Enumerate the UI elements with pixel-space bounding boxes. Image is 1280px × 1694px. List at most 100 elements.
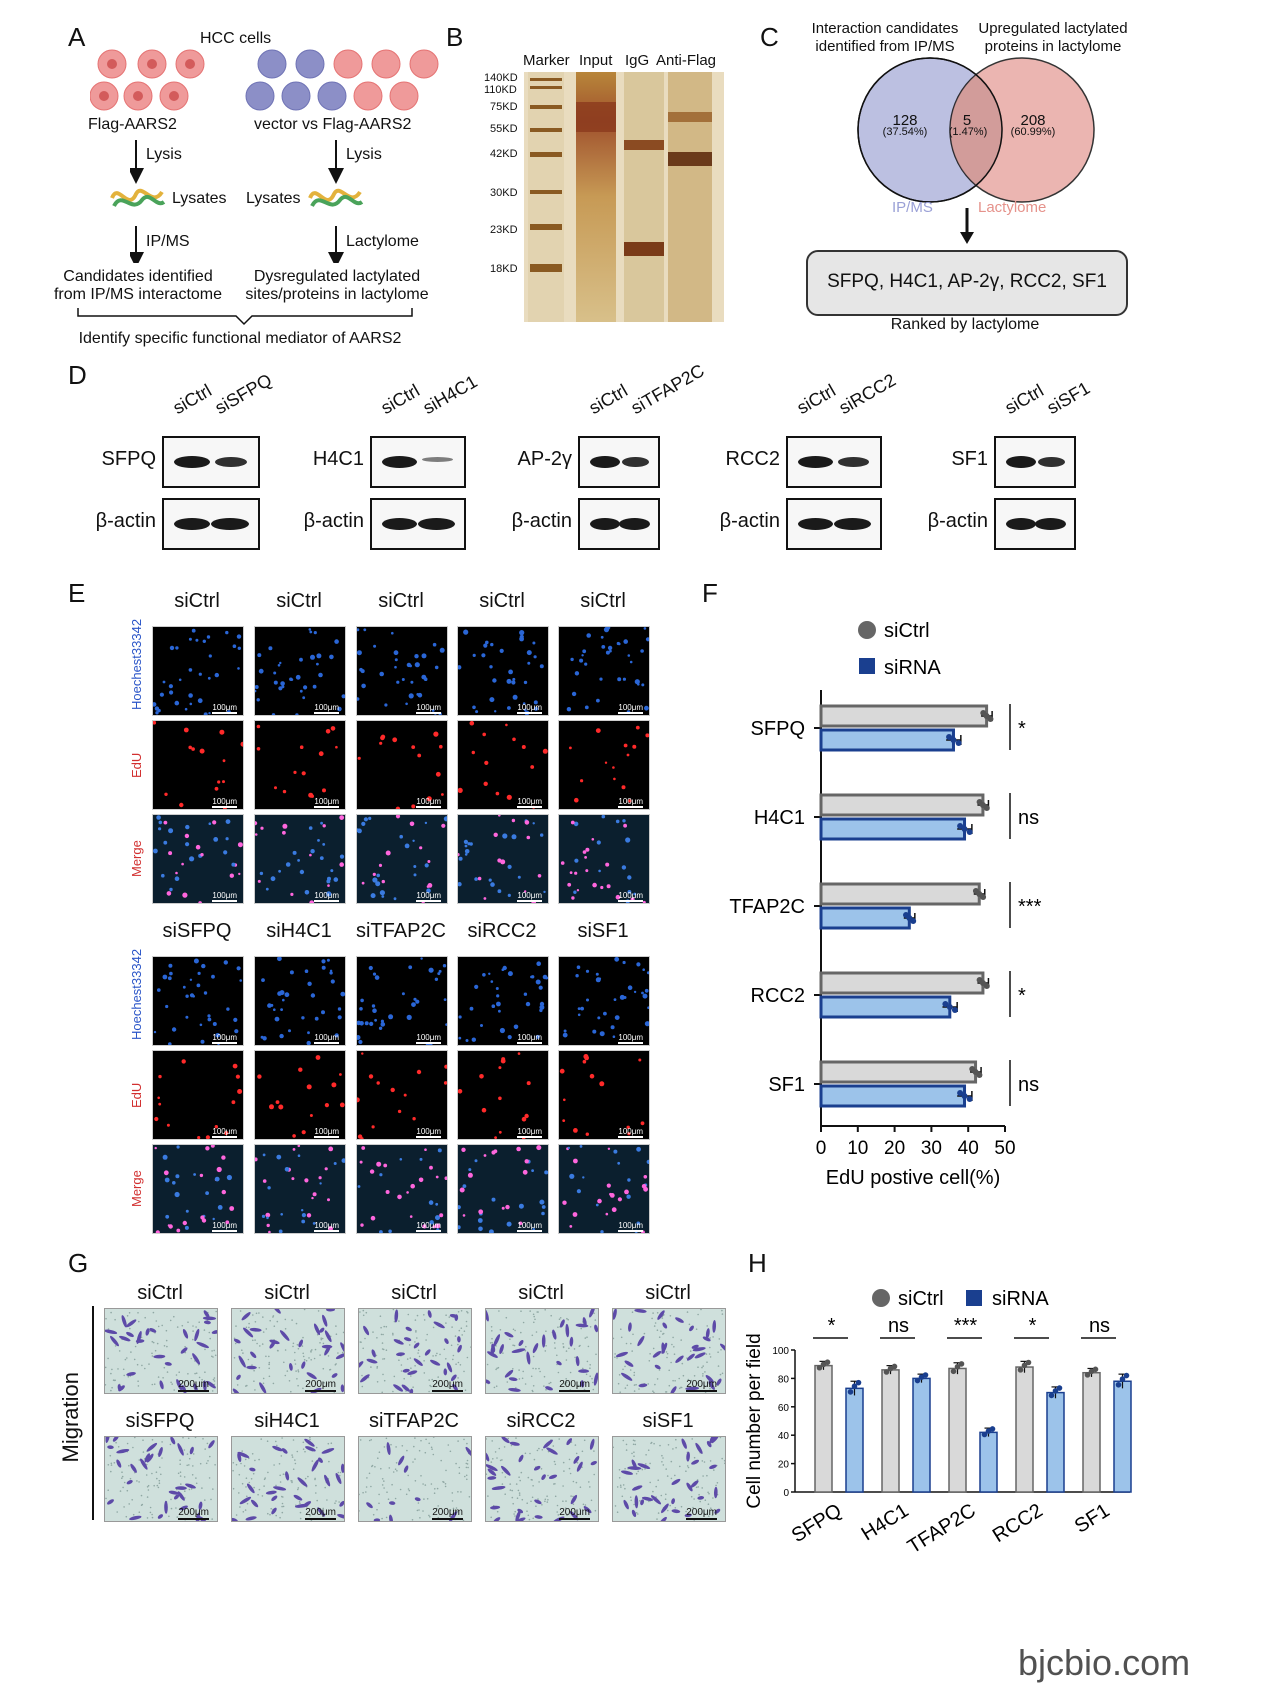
venn-header-left-2: identified from IP/MS bbox=[815, 38, 955, 55]
category-label: TFAP2C bbox=[904, 1500, 980, 1559]
data-point bbox=[966, 1096, 973, 1102]
migration-image: 200μm bbox=[104, 1436, 218, 1522]
venn-left-name: IP/MS bbox=[892, 199, 933, 216]
migration-col-header: siCtrl bbox=[645, 1282, 691, 1304]
band-si bbox=[837, 457, 869, 467]
data-point bbox=[950, 737, 957, 743]
scale-bar: 100μm bbox=[517, 1127, 542, 1138]
venn-diagram bbox=[857, 57, 1095, 203]
lysates-right-label: Lysates bbox=[246, 190, 301, 207]
y-tick-label: 20 bbox=[778, 1460, 790, 1471]
band-actin-si bbox=[211, 518, 249, 530]
edu-col-header: siSFPQ bbox=[162, 920, 232, 942]
scale-bar: 100μm bbox=[314, 797, 339, 808]
panel-letter-f: F bbox=[702, 578, 718, 608]
blot-loading-label: β-actin bbox=[303, 510, 364, 532]
migration-row-label: Migration bbox=[58, 1372, 83, 1463]
scale-bar: 100μm bbox=[314, 1221, 339, 1232]
scale-bar: 200μm bbox=[305, 1379, 336, 1392]
data-point bbox=[983, 983, 990, 989]
lane-input: Input bbox=[579, 52, 613, 69]
data-point bbox=[914, 1377, 921, 1384]
scale-bar: 100μm bbox=[517, 1221, 542, 1232]
data-point bbox=[966, 829, 973, 835]
migration-col-header: siTFAP2C bbox=[368, 1410, 460, 1432]
bar-sirna bbox=[979, 1431, 998, 1493]
significance-label: *** bbox=[1018, 896, 1042, 918]
venn-right-pct: (60.99%) bbox=[1010, 126, 1056, 138]
data-point bbox=[950, 1368, 957, 1375]
bar-sictrl bbox=[819, 1060, 978, 1084]
bar-sictrl bbox=[819, 793, 985, 817]
category-label: SFPQ bbox=[751, 718, 805, 740]
migration-image: 200μm bbox=[231, 1308, 345, 1394]
y-tick-label: 60 bbox=[778, 1403, 790, 1414]
edu-col-header: siCtrl bbox=[479, 590, 525, 612]
significance-label: ns bbox=[888, 1315, 909, 1337]
result-right-line1: Dysregulated lactylated bbox=[253, 268, 421, 285]
blot-si-label: siSFPQ bbox=[211, 369, 276, 419]
migration-row-bracket bbox=[92, 1306, 94, 1520]
edu-image: 100μm bbox=[152, 720, 244, 810]
x-tick-label: 30 bbox=[921, 1138, 942, 1159]
scale-bar: 200μm bbox=[559, 1379, 590, 1392]
edu-image: 100μm bbox=[558, 956, 650, 1046]
venn-header-right-1: Upregulated lactylated bbox=[978, 20, 1128, 37]
migration-image: 200μm bbox=[358, 1308, 472, 1394]
legend-label-sirna: siRNA bbox=[992, 1288, 1049, 1310]
data-point bbox=[847, 1389, 854, 1395]
scale-bar: 200μm bbox=[178, 1379, 209, 1392]
bar-sirna bbox=[819, 728, 955, 752]
ipms-method: IP/MS bbox=[146, 233, 190, 250]
bar-sictrl bbox=[1015, 1366, 1034, 1493]
edu-row-label: Merge bbox=[129, 840, 144, 878]
edu-image: 100μm bbox=[356, 956, 448, 1046]
lactylome-method: Lactylome bbox=[346, 233, 419, 250]
data-point bbox=[891, 1363, 898, 1370]
data-point bbox=[910, 918, 917, 924]
blot-loading-box bbox=[578, 498, 660, 550]
blot-loading-box bbox=[370, 498, 466, 550]
significance-label: *** bbox=[954, 1315, 978, 1337]
blot-loading-label: β-actin bbox=[719, 510, 780, 532]
significance-label: * bbox=[828, 1315, 836, 1337]
silver-stain-gel bbox=[524, 72, 724, 322]
data-point bbox=[983, 805, 990, 811]
data-point bbox=[981, 1431, 988, 1438]
bar-sirna bbox=[819, 817, 967, 841]
migration-image: 200μm bbox=[231, 1436, 345, 1522]
bar-sictrl bbox=[819, 971, 985, 995]
venn-overlap-pct: (1.47%) bbox=[948, 126, 988, 138]
scale-bar: 100μm bbox=[212, 703, 237, 714]
marker-140: 140KD bbox=[484, 72, 518, 84]
scale-bar: 100μm bbox=[618, 1221, 643, 1232]
band-si bbox=[421, 457, 453, 462]
bar-sirna bbox=[845, 1387, 864, 1493]
category-label: SF1 bbox=[768, 1074, 805, 1096]
category-label: RCC2 bbox=[989, 1500, 1047, 1548]
band-si bbox=[214, 457, 247, 467]
edu-image: 100μm bbox=[152, 1050, 244, 1140]
legend-label-sictrl: siCtrl bbox=[884, 620, 930, 642]
right-cells-red bbox=[333, 49, 439, 111]
scale-bar: 100μm bbox=[212, 891, 237, 902]
band-ctrl bbox=[382, 456, 417, 468]
edu-image: 100μm bbox=[254, 720, 346, 810]
venn-right-name: Lactylome bbox=[978, 199, 1047, 216]
venn-header-left-1: Interaction candidates bbox=[811, 20, 959, 37]
band-actin-si bbox=[834, 518, 871, 530]
bar-sictrl bbox=[814, 1364, 833, 1493]
scale-bar: 200μm bbox=[686, 1507, 717, 1520]
data-point bbox=[951, 1007, 958, 1013]
migration-image: 200μm bbox=[612, 1308, 726, 1394]
scale-bar: 100μm bbox=[517, 797, 542, 808]
data-point bbox=[955, 740, 962, 746]
scale-bar: 100μm bbox=[416, 797, 441, 808]
edu-row-label: EdU bbox=[129, 1082, 144, 1108]
scale-bar: 100μm bbox=[517, 891, 542, 902]
blot-target-box bbox=[786, 436, 882, 488]
edu-col-header: siSF1 bbox=[577, 920, 629, 942]
bar-sirna bbox=[1113, 1380, 1132, 1493]
band-ctrl bbox=[1006, 456, 1036, 468]
x-axis-title: EdU postive cell(%) bbox=[826, 1167, 1001, 1189]
